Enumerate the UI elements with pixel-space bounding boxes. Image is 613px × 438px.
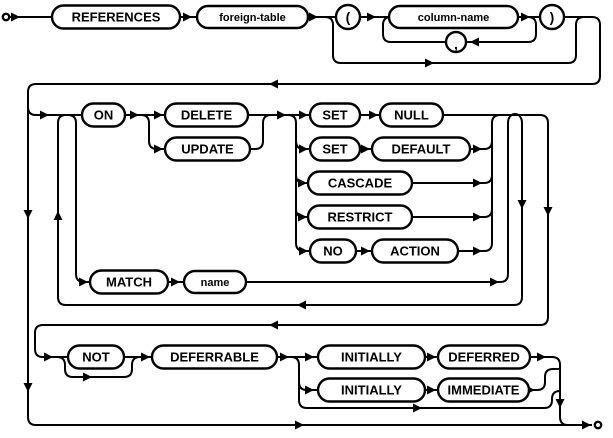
node-foreign-table: foreign-table <box>195 4 310 30</box>
node-initially-deferred-initially: INITIALLY <box>316 344 427 370</box>
node-label: RESTRICT <box>328 210 393 225</box>
node-close-paren: ) <box>538 3 566 31</box>
node-column-name: column-name <box>387 4 520 30</box>
node-cascade: CASCADE <box>306 170 414 196</box>
node-null: NULL <box>378 102 445 128</box>
node-label: foreign-table <box>219 12 286 24</box>
arrowheads <box>11 12 591 430</box>
node-label: NOT <box>82 350 110 365</box>
node-label: CASCADE <box>328 176 393 191</box>
node-initially-immediate-initially: INITIALLY <box>316 377 427 403</box>
node-label: NULL <box>394 108 429 123</box>
start-bullet <box>1 12 11 22</box>
node-label: MATCH <box>106 275 152 290</box>
node-set-default-set: SET <box>308 136 362 162</box>
node-label: ( <box>346 9 351 25</box>
node-no: NO <box>308 238 358 264</box>
node-not: NOT <box>66 344 126 370</box>
node-update: UPDATE <box>163 136 252 162</box>
node-match: MATCH <box>88 269 170 295</box>
node-label: NO <box>323 244 343 259</box>
node-default: DEFAULT <box>370 136 472 162</box>
node-immediate: IMMEDIATE <box>436 377 531 403</box>
node-label: ACTION <box>390 244 440 259</box>
node-on: ON <box>80 102 127 128</box>
node-open-paren: ( <box>334 3 362 31</box>
node-label: ON <box>94 108 114 123</box>
node-label: SET <box>322 108 347 123</box>
node-label: DEFAULT <box>392 142 451 157</box>
node-label: ) <box>550 9 555 25</box>
node-delete: DELETE <box>163 102 250 128</box>
node-name: name <box>182 269 248 295</box>
node-label: name <box>201 277 230 289</box>
node-label: REFERENCES <box>72 10 161 25</box>
node-label: DEFERRABLE <box>170 350 259 365</box>
node-references: REFERENCES <box>50 4 182 30</box>
node-action: ACTION <box>370 238 460 264</box>
node-label: INITIALLY <box>341 383 402 398</box>
node-label: DEFERRED <box>448 350 520 365</box>
node-label: , <box>454 36 458 52</box>
node-label: column-name <box>418 12 490 24</box>
end-bullet <box>593 420 603 430</box>
node-deferrable: DEFERRABLE <box>150 344 279 370</box>
node-restrict: RESTRICT <box>306 204 414 230</box>
node-label: INITIALLY <box>341 350 402 365</box>
node-set-null-set: SET <box>308 102 362 128</box>
node-label: DELETE <box>181 108 233 123</box>
node-deferred: DEFERRED <box>436 344 532 370</box>
node-label: UPDATE <box>181 142 234 157</box>
node-comma: , <box>444 30 468 54</box>
node-label: SET <box>322 142 347 157</box>
node-label: IMMEDIATE <box>448 383 520 398</box>
